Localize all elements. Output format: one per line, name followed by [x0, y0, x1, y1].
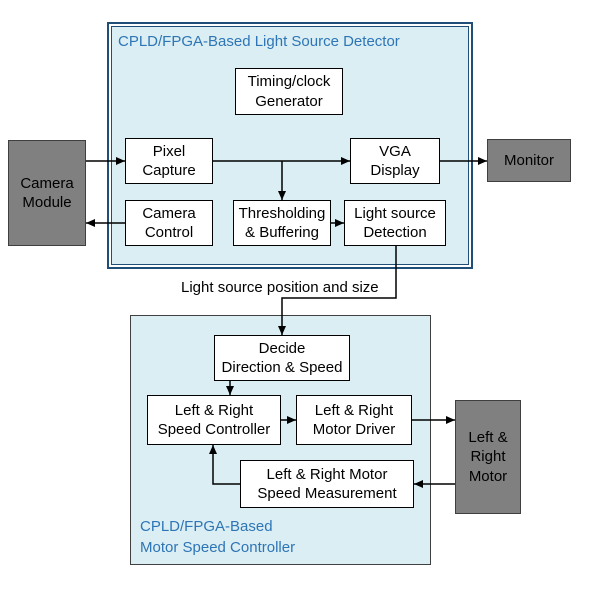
node-motor-driver: Left & Right Motor Driver [296, 395, 412, 445]
node-vga-display: VGA Display [350, 138, 440, 184]
node-speed-controller: Left & Right Speed Controller [147, 395, 281, 445]
signal-label: Light source position and size [181, 279, 379, 296]
node-thresholding-buffering: Thresholding & Buffering [233, 200, 331, 246]
node-camera-control: Camera Control [125, 200, 213, 246]
node-monitor: Monitor [487, 139, 571, 182]
node-camera-module: Camera Module [8, 140, 86, 246]
node-decide-direction-speed: Decide Direction & Speed [214, 335, 350, 381]
motor-controller-title: CPLD/FPGA-Based Motor Speed Controller [140, 518, 296, 556]
node-timing-clock-generator: Timing/clock Generator [235, 68, 343, 115]
node-light-source-detection: Light source Detection [344, 200, 446, 246]
node-speed-measurement: Left & Right Motor Speed Measurement [240, 460, 414, 508]
node-pixel-capture: Pixel Capture [125, 138, 213, 184]
detector-title: CPLD/FPGA-Based Light Source Detector [118, 33, 400, 50]
node-left-right-motor: Left & Right Motor [455, 400, 521, 514]
